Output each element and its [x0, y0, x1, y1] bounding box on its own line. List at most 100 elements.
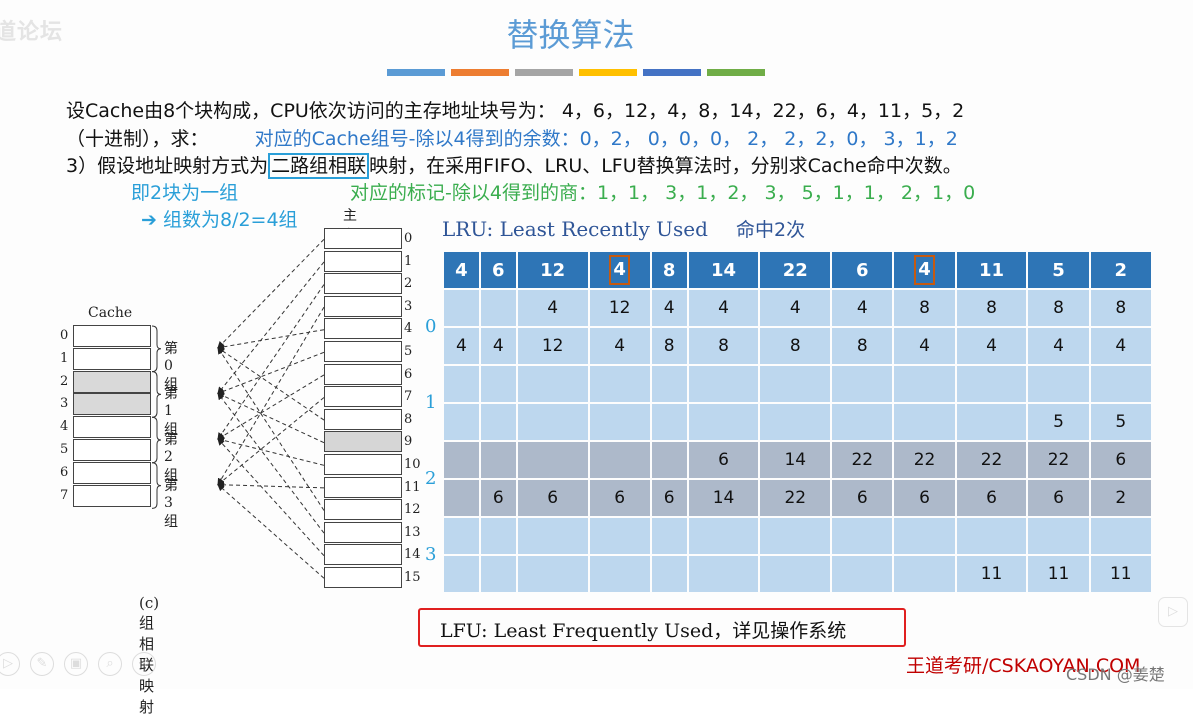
- zoom-icon[interactable]: ⌕: [98, 652, 122, 676]
- access-block-cell: 4: [444, 252, 479, 288]
- memory-block-index: 11: [404, 479, 421, 495]
- cache-line-cell: 22: [760, 480, 831, 516]
- cache-line-cell: [517, 404, 588, 440]
- problem-line-2: （十进制），求： 对应的Cache组号-除以4得到的余数：0，2， 0，0，0，…: [66, 124, 958, 151]
- two-way-set-associative-highlight: 二路组相联: [268, 153, 370, 179]
- lru-title: LRU: Least Recently Used: [442, 217, 708, 241]
- memory-block: [324, 273, 402, 295]
- cache-block-index: 0: [60, 328, 69, 343]
- cache-line-cell: [832, 404, 893, 440]
- cache-line-cell: 4: [1090, 328, 1151, 364]
- memory-block-index: 2: [404, 276, 413, 292]
- cache-block: [73, 439, 151, 461]
- mapping-line: [217, 346, 325, 511]
- mapping-line: [217, 351, 325, 395]
- cache-line-cell: [480, 556, 516, 592]
- memory-block-index: 4: [404, 321, 413, 337]
- color-bar-segment: [515, 69, 573, 76]
- cache-line-cell: 22: [832, 442, 893, 478]
- cache-block: [73, 347, 151, 370]
- access-block-cell: 6: [832, 252, 893, 288]
- cache-block-index: 2: [60, 373, 69, 389]
- group-brace: [151, 325, 162, 373]
- mapping-line: [217, 284, 325, 440]
- cache-line-cell: [589, 518, 650, 554]
- memory-block-index: 8: [404, 411, 413, 427]
- video-play-icon[interactable]: ▷: [1158, 597, 1188, 627]
- set-index-label: 1: [425, 392, 437, 413]
- memory-block-index: 9: [404, 434, 413, 450]
- color-bar-segment: [451, 69, 509, 76]
- group-brace: [151, 416, 162, 464]
- cache-line-cell: [444, 366, 479, 402]
- cache-block: [73, 325, 151, 347]
- cache-line-cell: 22: [1028, 442, 1089, 478]
- color-bar-segment: [643, 69, 701, 76]
- lfu-note-box: [418, 608, 906, 647]
- pen-icon[interactable]: ✎: [30, 652, 54, 676]
- problem-line-2-prefix: （十进制），求：: [66, 128, 209, 150]
- cache-line-cell: 22: [894, 442, 955, 478]
- cache-line-cell: [480, 366, 516, 402]
- cache-line-cell: [956, 366, 1027, 402]
- cache-block: [73, 393, 151, 416]
- cache-line-cell: [444, 556, 479, 592]
- pages-icon[interactable]: ▣: [64, 652, 88, 676]
- cache-line-cell: [832, 366, 893, 402]
- cache-block-index: 5: [60, 442, 69, 457]
- memory-block: [324, 295, 402, 317]
- cache-line-cell: [651, 366, 687, 402]
- cache-line-cell: 14: [760, 442, 831, 478]
- cache-line-cell: [444, 442, 479, 478]
- access-block-cell: 2: [1090, 252, 1151, 288]
- cache-line-cell: 4: [956, 328, 1027, 364]
- cache-line-cell: [956, 404, 1027, 440]
- memory-block: [324, 521, 402, 543]
- cache-line-cell: 8: [688, 328, 759, 364]
- cache-line-cell: 8: [760, 328, 831, 364]
- more-icon[interactable]: ⋯: [132, 652, 156, 676]
- cache-line-cell: [1090, 366, 1151, 402]
- hit-highlight: 4: [609, 255, 630, 285]
- cache-line-cell: 22: [956, 442, 1027, 478]
- cache-line-cell: 14: [688, 480, 759, 516]
- cache-line-cell: [832, 518, 893, 554]
- cache-line-cell: [517, 442, 588, 478]
- mapping-line: [217, 392, 325, 534]
- cache-line-cell: [444, 404, 479, 440]
- access-block-cell: 11: [956, 252, 1027, 288]
- cache-line-cell: 4: [589, 328, 650, 364]
- csdn-watermark: CSDN @姜楚: [1066, 665, 1165, 684]
- cache-line-cell: 4: [651, 290, 687, 326]
- cache-line-cell: [894, 518, 955, 554]
- access-block-cell: 4: [589, 252, 650, 288]
- cache-line-cell: 4: [760, 290, 831, 326]
- cache-line-cell: 8: [894, 290, 955, 326]
- memory-block-index: 10: [404, 457, 421, 472]
- cache-line-cell: [894, 366, 955, 402]
- cache-block-index: 6: [60, 464, 69, 480]
- cache-line-cell: [1090, 518, 1151, 554]
- cache-line-row: [444, 366, 1151, 402]
- cache-line-cell: [651, 404, 687, 440]
- play-icon[interactable]: ▷: [0, 652, 20, 676]
- lru-hit-count: 命中2次: [736, 219, 806, 241]
- cache-line-cell: [894, 556, 955, 592]
- memory-block-index: 3: [404, 298, 413, 314]
- cache-line-cell: [760, 518, 831, 554]
- access-block-cell: 8: [651, 252, 687, 288]
- cache-line-cell: 6: [1028, 480, 1089, 516]
- cache-line-cell: [651, 556, 687, 592]
- cache-line-cell: [480, 442, 516, 478]
- access-block-cell: 14: [688, 252, 759, 288]
- memory-block-index: 7: [404, 389, 413, 405]
- cache-line-cell: 8: [956, 290, 1027, 326]
- cache-line-cell: 12: [589, 290, 650, 326]
- memory-block: [324, 341, 402, 362]
- cache-line-cell: 4: [480, 328, 516, 364]
- cache-line-cell: [480, 518, 516, 554]
- slide-title: 替换算法: [506, 16, 635, 54]
- cache-line-cell: [444, 480, 479, 516]
